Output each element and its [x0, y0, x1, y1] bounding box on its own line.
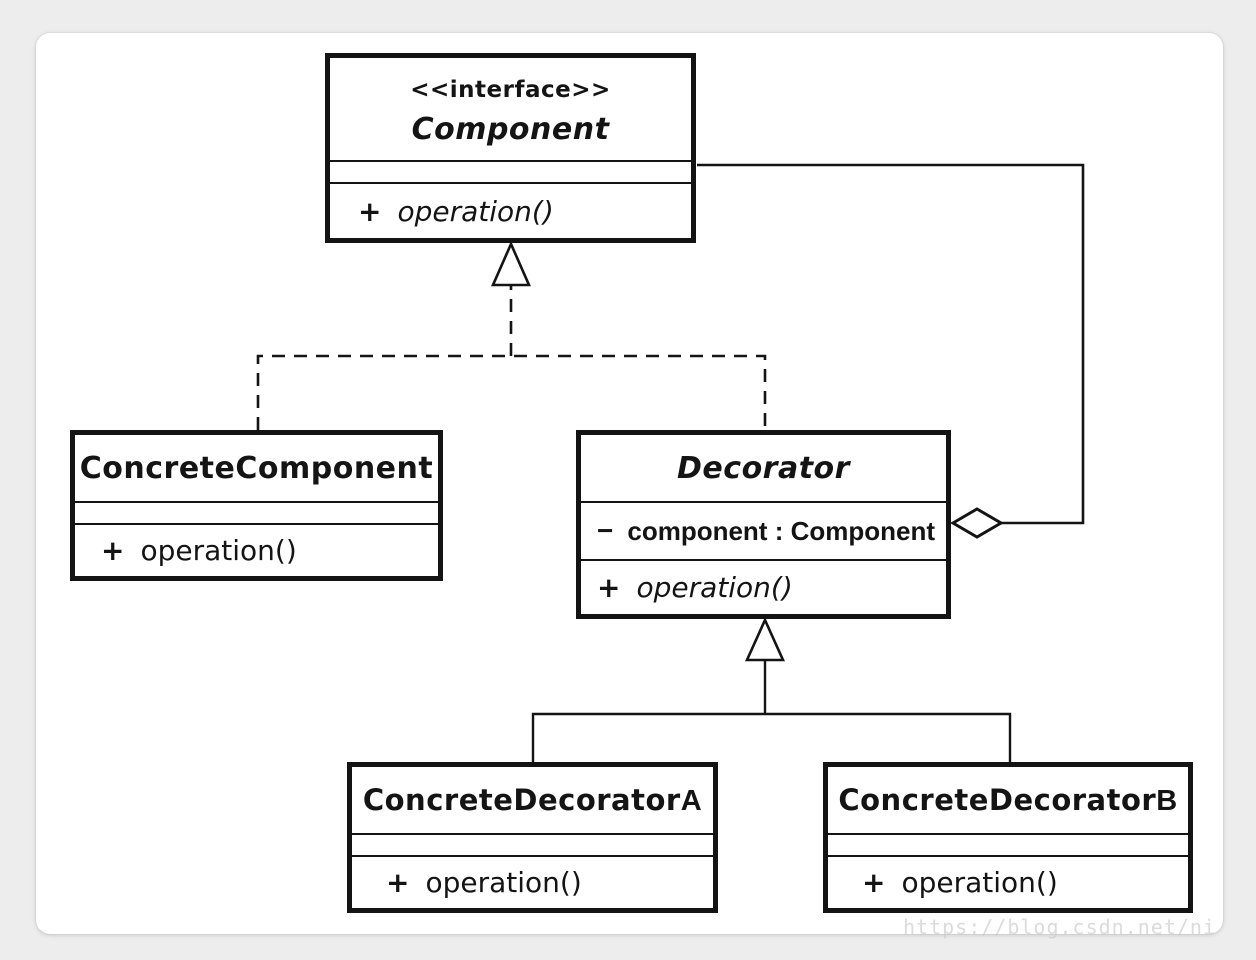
operation-visibility: +	[862, 866, 886, 899]
class-box-concrete-decorator-b: ConcreteDecoratorB + operation()	[823, 762, 1193, 913]
concrete-decorator-a-title-compartment: ConcreteDecoratorA	[352, 767, 713, 833]
concrete-decorator-b-class-name: ConcreteDecoratorB	[838, 783, 1177, 818]
operation-visibility: +	[597, 571, 621, 604]
concrete-component-title-compartment: ConcreteComponent	[75, 435, 438, 501]
component-class-name: Component	[411, 112, 610, 147]
component-title-compartment: <<interface>> Component	[330, 58, 691, 160]
concrete-component-attributes-compartment	[75, 501, 438, 523]
csdn-watermark: https://blog.csdn.net/ni	[903, 915, 1216, 939]
class-box-decorator: Decorator − component : Component + oper…	[576, 430, 951, 619]
class-name-main: ConcreteDecorator	[362, 782, 681, 817]
operation-signature: operation()	[425, 866, 582, 899]
attribute-visibility: −	[597, 515, 614, 546]
class-box-concrete-component: ConcreteComponent + operation()	[70, 430, 443, 581]
operation-visibility: +	[386, 866, 410, 899]
class-name-suffix: B	[1156, 784, 1178, 817]
concrete-decorator-a-operations-compartment: + operation()	[352, 855, 713, 908]
concrete-decorator-b-attributes-compartment	[828, 833, 1188, 855]
operation-signature: operation()	[397, 194, 554, 228]
decorator-operations-compartment: + operation()	[581, 559, 946, 614]
class-box-concrete-decorator-a: ConcreteDecoratorA + operation()	[347, 762, 718, 913]
operation-signature: operation()	[140, 534, 297, 567]
concrete-decorator-a-attributes-compartment	[352, 833, 713, 855]
operation-signature: operation()	[636, 571, 793, 604]
concrete-decorator-b-title-compartment: ConcreteDecoratorB	[828, 767, 1188, 833]
component-stereotype: <<interface>>	[410, 77, 611, 103]
decorator-attributes-compartment: − component : Component	[581, 501, 946, 559]
component-operations-compartment: + operation()	[330, 182, 691, 238]
concrete-component-class-name: ConcreteComponent	[79, 450, 434, 486]
operation-visibility: +	[101, 534, 125, 567]
decorator-class-name: Decorator	[677, 450, 850, 486]
class-name-suffix: A	[680, 784, 703, 817]
component-attributes-compartment	[330, 160, 691, 182]
class-name-main: ConcreteDecorator	[838, 782, 1157, 817]
operation-signature: operation()	[901, 866, 1058, 899]
operation-visibility: +	[358, 194, 382, 228]
concrete-component-operations-compartment: + operation()	[75, 523, 438, 576]
class-box-component: <<interface>> Component + operation()	[325, 53, 696, 243]
attribute-text: component : Component	[627, 515, 935, 546]
concrete-decorator-a-class-name: ConcreteDecoratorA	[363, 783, 702, 818]
concrete-decorator-b-operations-compartment: + operation()	[828, 855, 1188, 908]
decorator-title-compartment: Decorator	[581, 435, 946, 501]
